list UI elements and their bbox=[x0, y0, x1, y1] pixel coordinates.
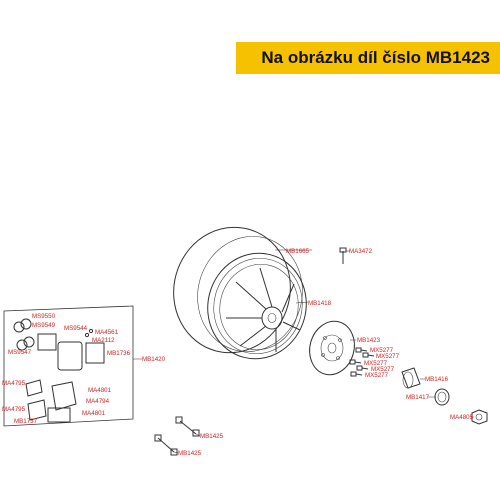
label-mx5277-e: MX5277 bbox=[365, 372, 389, 379]
label-mx5277-a: MX5277 bbox=[370, 347, 394, 354]
label-mb1420: MB1420 bbox=[142, 356, 166, 363]
valve-part bbox=[339, 247, 347, 264]
label-mx5277-c: MX5277 bbox=[364, 360, 388, 367]
label-ms9547: MS9547 bbox=[8, 349, 32, 356]
label-mb1417: MB1417 bbox=[406, 394, 430, 401]
label-ma2112: MA2112 bbox=[92, 337, 115, 344]
label-ms9549: MS9549 bbox=[32, 322, 56, 329]
spacer-part bbox=[401, 367, 421, 389]
label-ma4795-b: MA4795 bbox=[2, 406, 26, 413]
label-mb1665: MB1665 bbox=[286, 248, 310, 255]
label-ma4795-a: MA4795 bbox=[2, 380, 26, 387]
label-mb1423: MB1423 bbox=[357, 337, 381, 344]
label-mb1425-upper: MB1425 bbox=[200, 433, 224, 440]
label-ms9544: MS9544 bbox=[64, 325, 88, 332]
seal-part bbox=[434, 388, 450, 406]
label-mb1416: MB1416 bbox=[425, 376, 449, 383]
label-ms9550: MS9550 bbox=[32, 313, 56, 320]
wheel-rim bbox=[207, 252, 307, 360]
disc-bolts bbox=[349, 347, 375, 377]
label-mb1418: MB1418 bbox=[308, 300, 332, 307]
label-mx5277-d: MX5277 bbox=[371, 366, 395, 373]
banner-text: Na obrázku díl číslo MB1423 bbox=[261, 48, 490, 67]
part-number-banner: Na obrázku díl číslo MB1423 bbox=[236, 42, 500, 74]
leader-lines bbox=[133, 249, 474, 454]
label-ma4561: MA4561 bbox=[95, 329, 119, 336]
label-ma4805: MA4805 bbox=[450, 414, 474, 421]
tire bbox=[173, 226, 303, 354]
axle-bolt-upper bbox=[175, 416, 200, 437]
label-mb1425-lower: MB1425 bbox=[178, 450, 202, 457]
axle-nut bbox=[471, 409, 488, 425]
label-mb1736: MB1736 bbox=[107, 350, 131, 357]
label-ma4794: MA4794 bbox=[86, 398, 110, 405]
label-mb1737: MB1737 bbox=[14, 418, 38, 425]
label-mx5277-b: MX5277 bbox=[376, 353, 400, 360]
label-ma4801-b: MA4801 bbox=[82, 410, 106, 417]
label-ma4801-a: MA4801 bbox=[88, 387, 112, 394]
axle-bolt-lower bbox=[154, 434, 178, 456]
brake-caliper-box bbox=[3, 305, 134, 427]
label-ma3472: MA3472 bbox=[349, 248, 373, 255]
brake-disc bbox=[309, 320, 355, 376]
